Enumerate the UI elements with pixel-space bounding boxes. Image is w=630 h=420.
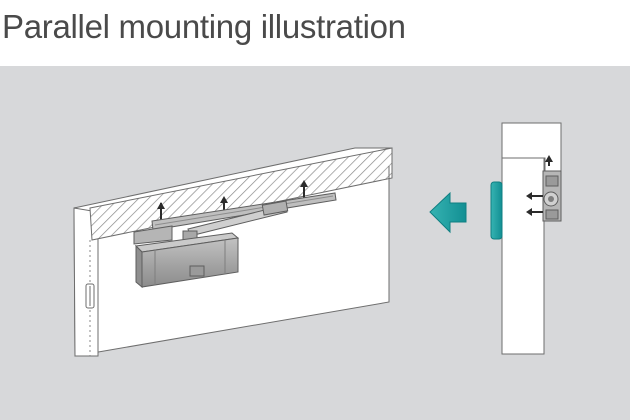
screw-icon xyxy=(157,202,165,220)
illustration-panel xyxy=(0,66,630,420)
header-bar: Parallel mounting illustration xyxy=(0,0,630,66)
door-closer-assembly xyxy=(133,180,337,289)
page-title: Parallel mounting illustration xyxy=(2,8,406,45)
side-section-view xyxy=(490,122,562,355)
slide-rail xyxy=(151,192,337,231)
screw-icon xyxy=(526,192,543,200)
closer-profile-section xyxy=(490,181,503,240)
screw-icon xyxy=(300,180,308,198)
mounting-plate xyxy=(133,225,173,245)
arm-shoe-section xyxy=(542,170,562,222)
door-leaf-section xyxy=(501,157,545,355)
closer-body xyxy=(134,232,240,289)
screw-icon xyxy=(526,208,543,216)
lintel-section xyxy=(89,147,393,241)
arrow-left-icon xyxy=(429,191,467,234)
mounting-diagram xyxy=(0,66,630,420)
screw-icon xyxy=(545,155,553,166)
